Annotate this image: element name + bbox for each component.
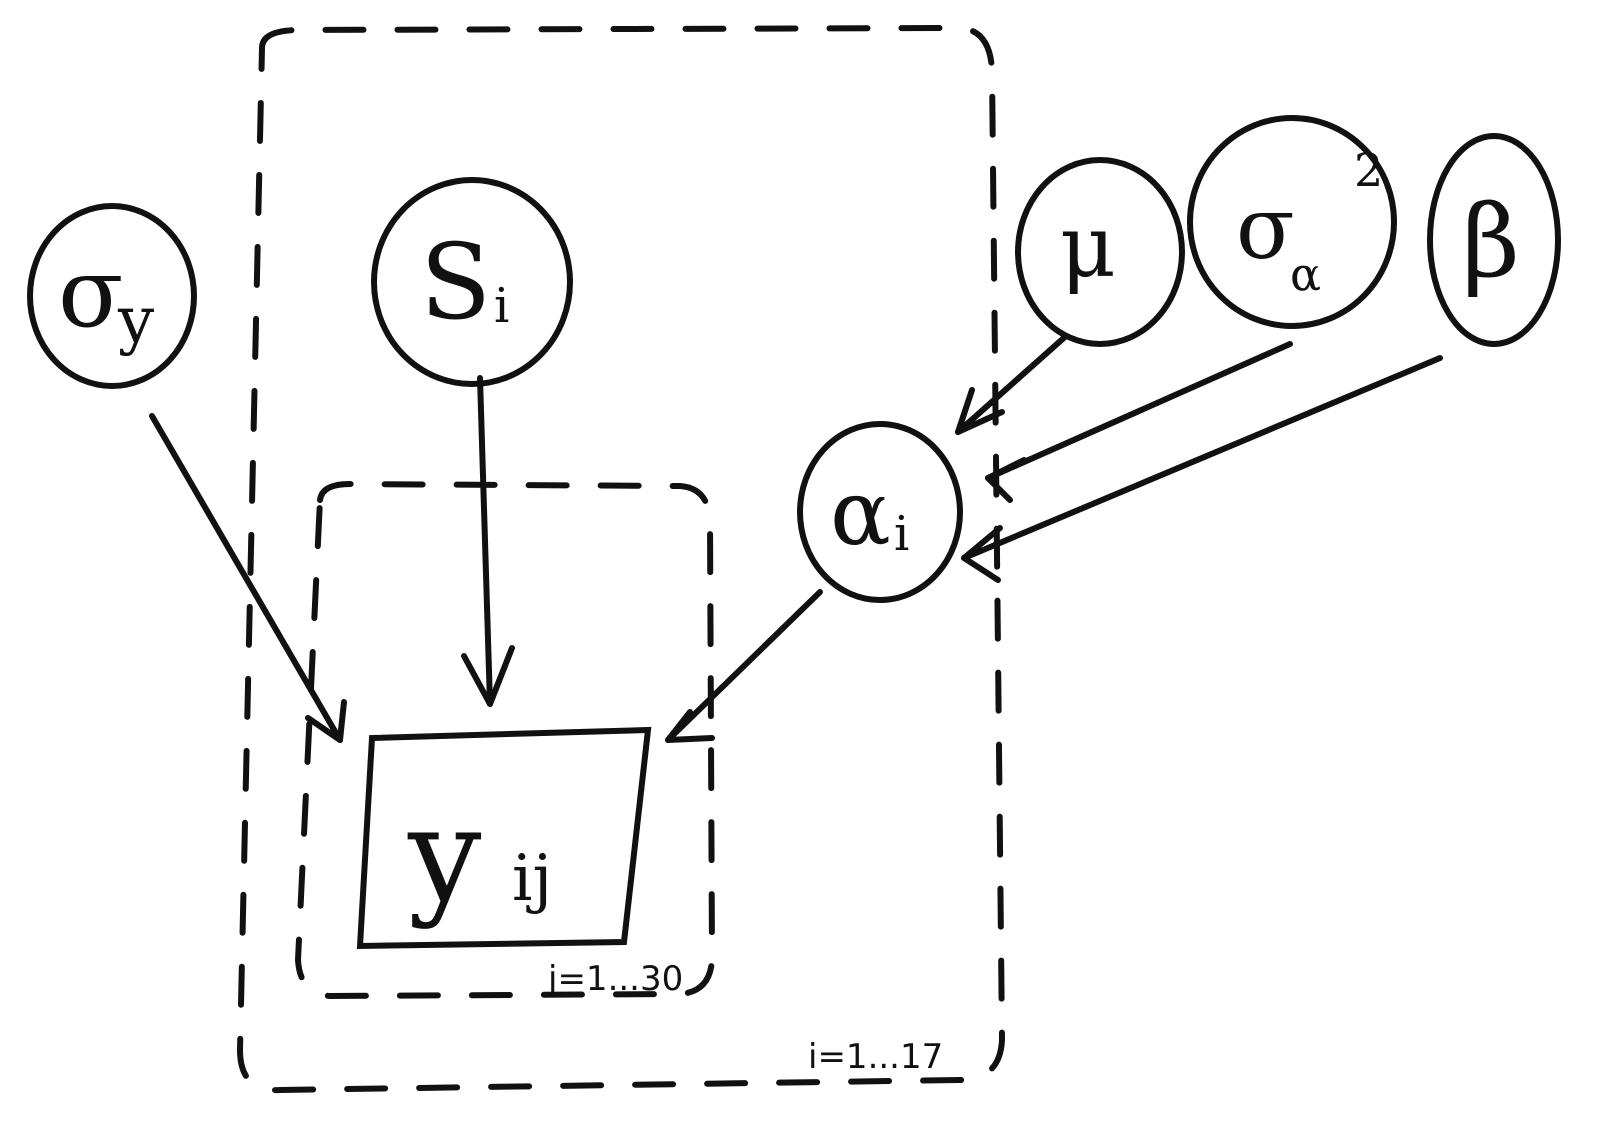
edges	[149, 333, 1443, 743]
edge-beta-to-alpha-i	[961, 355, 1443, 561]
node-mu-symbol: μ	[1060, 197, 1116, 297]
node-sigma-alpha-symbol: σ	[1236, 179, 1295, 279]
node-sigma-y-subscript: y	[117, 284, 154, 358]
edge-alpha-i-to-y-ij	[665, 589, 823, 743]
arrowhead-alpha-i	[665, 709, 715, 743]
node-mu: μ	[1015, 157, 1185, 347]
arrowhead-sigma-alpha	[985, 457, 1027, 503]
outer-plate-label: i=1...17	[808, 1037, 943, 1077]
node-beta-symbol: β	[1462, 183, 1520, 300]
node-alpha-i-subscript: i	[894, 506, 909, 562]
node-y-ij: y ij	[356, 726, 652, 950]
outer-plate	[236, 24, 1006, 1094]
arrowhead-beta	[961, 525, 1003, 583]
node-sigma-alpha-squared: σ α 2	[1187, 115, 1397, 329]
edge-sigma-y-to-y-ij	[149, 413, 343, 743]
edge-mu-to-alpha-i	[955, 333, 1069, 435]
node-alpha-i: α i	[797, 421, 963, 603]
node-sigma-y: σ y	[27, 203, 197, 389]
node-y-ij-symbol: y	[407, 779, 482, 931]
inner-plate	[294, 480, 716, 1000]
edge-sigma-alpha-to-alpha-i	[985, 341, 1293, 481]
edge-s-i-to-y-ij	[477, 375, 493, 707]
arrowhead-sigma-y	[305, 699, 347, 743]
arrowhead-s-i	[461, 645, 515, 707]
node-s-i-symbol: S	[420, 221, 491, 343]
node-s-i-subscript: i	[494, 278, 509, 334]
node-y-ij-subscript: ij	[512, 842, 552, 916]
node-sigma-y-symbol: σ	[58, 237, 124, 349]
node-beta: β	[1427, 133, 1561, 347]
arrowhead-mu	[955, 387, 1005, 435]
node-sigma-alpha-superscript: 2	[1354, 143, 1383, 197]
inner-plate-label: j=1...30	[547, 959, 683, 999]
node-sigma-alpha-subscript: α	[1290, 247, 1321, 301]
node-alpha-i-symbol: α	[830, 461, 891, 566]
node-s-i: S i	[371, 177, 573, 387]
